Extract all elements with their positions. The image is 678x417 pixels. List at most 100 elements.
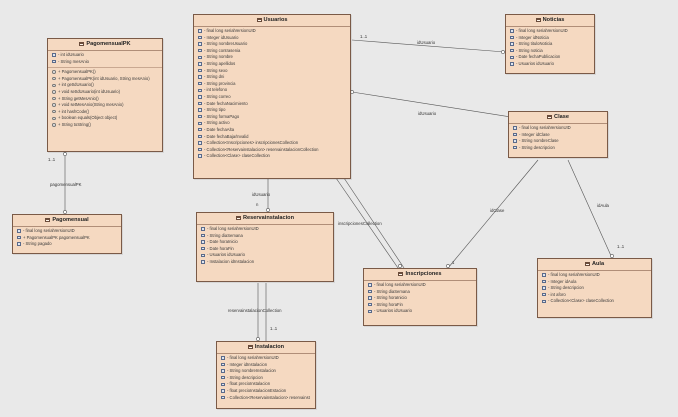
attribute-row[interactable]: - String horaInicio [364,295,476,302]
field-icon [513,132,517,137]
attribute-row[interactable]: - String nombreInstalacion [217,368,315,375]
attribute-row[interactable]: - final long serialVersionUID [364,282,476,289]
attribute-row[interactable]: - int idUsuario [48,52,162,59]
class-reservainstalacion[interactable]: Reservainstalacion- final long serialVer… [196,212,334,282]
attribute-row[interactable]: - String pagado [13,241,121,248]
attribute-text: - Instalacion idInstalacion [207,258,255,264]
attribute-row[interactable]: - final long serialVersionUID [13,228,121,235]
association-lines [64,39,613,341]
attribute-row[interactable]: - String contrasenia [194,48,350,55]
attribute-row[interactable]: - Integer idInstalacion [217,362,315,369]
method-row[interactable]: + PagomensualPK(int idUsuario, String me… [48,76,162,83]
attribute-row[interactable]: - String correo [194,94,350,101]
attribute-row[interactable]: - final long serialVersionUID [509,125,607,132]
method-row[interactable]: + int getIdUsuario() [48,82,162,89]
class-inscripciones[interactable]: Inscripciones- final long serialVersionU… [363,268,477,326]
attribute-row[interactable]: - String dni [194,74,350,81]
attribute-row[interactable]: - String nombre [194,54,350,61]
class-pagomensual[interactable]: Pagomensual- final long serialVersionUID… [12,214,122,254]
method-row[interactable]: + int hashCode() [48,109,162,116]
attribute-text: - String pagado [23,241,52,247]
attribute-row[interactable]: - final long serialVersionUID [194,28,350,35]
field-icon [198,42,202,46]
attribute-row[interactable]: - Integer idNoticia [506,35,594,42]
attribute-row[interactable]: - Usuarios idUsuario [506,61,594,68]
method-icon [52,103,56,107]
class-pagomensualpk[interactable]: PagomensualPK- int idUsuario- String mes… [47,38,163,152]
attribute-row[interactable]: - String formaPago [194,114,350,121]
class-noticias[interactable]: Noticias - final long serialVersionUID - I… [505,14,595,74]
attribute-row[interactable]: - Integer idUsuario [194,35,350,42]
attribute-row[interactable]: - String descripcion [538,285,651,292]
field-icon [368,283,372,287]
attribute-row[interactable]: - final long serialVersionUID [506,28,594,35]
attribute-row[interactable]: - final long serialVersionUID [217,355,315,362]
attribute-row[interactable]: - String activo [194,120,350,127]
attribute-row[interactable]: - String descripcion [217,375,315,382]
attribute-row[interactable]: + PagomensualPK pagomensualPK [13,235,121,242]
attribute-row[interactable]: - String apellidos [194,61,350,68]
attribute-row[interactable]: - Date fechaPublicacion [506,54,594,61]
attribute-row[interactable]: - Collection<Reservainstalacion> reserva… [194,147,350,154]
attribute-row[interactable]: - Date horaFin [197,246,333,253]
attribute-row[interactable]: - String provincia [194,81,350,88]
attribute-row[interactable]: - Date horaInicio [197,239,333,246]
attribute-text: - final long serialVersionUID [204,28,256,33]
attribute-row[interactable]: - String mesAnio [48,59,162,66]
attribute-row[interactable]: - Date fechaNacimiento [194,101,350,108]
field-icon [201,233,205,238]
method-row[interactable]: + void setIdUsuario(int idUsuario) [48,89,162,96]
method-row[interactable]: + String getMesAnio() [48,96,162,103]
attribute-text: - Collection<Reservainstalacion> reserva… [227,394,310,400]
endpoint [446,264,450,268]
attribute-text: - final long serialVersionUID [516,28,568,33]
attribute-row[interactable]: - Integer idClase [509,132,607,139]
class-instalacion[interactable]: Instalacion- final long serialVersionUID… [216,341,316,409]
attribute-row[interactable]: - String descripcion [509,145,607,152]
class-aula[interactable]: Aula- final long serialVersionUID- Integ… [537,258,652,318]
attribute-row[interactable]: - Collection<Clase> claseCollection [194,153,350,160]
attribute-row[interactable]: - Integer idAula [538,279,651,286]
class-usuarios[interactable]: Usuarios- final long serialVersionUID- I… [193,14,351,179]
attribute-row[interactable]: - Usuarios idUsuario [364,308,476,315]
label-idusuario-clase: idUsuario [418,111,437,116]
attribute-row[interactable]: - String sexo [194,68,350,75]
method-text: + int hashCode() [58,108,90,114]
attribute-row[interactable]: - Usuarios idUsuario [197,252,333,259]
attribute-row[interactable]: - String diaSemana [197,233,333,240]
attribute-row[interactable]: - Collection<Inscripciones> inscripcione… [194,140,350,147]
attribute-row[interactable]: - String tipo [194,107,350,114]
attribute-row[interactable]: - int aforo [538,292,651,299]
attribute-text: - Date horaInicio [207,239,238,245]
method-row[interactable]: + void setMesAnio(String mesAnio) [48,102,162,109]
field-icon [198,35,202,40]
attribute-text: - String correo [204,93,231,99]
attribute-row[interactable]: - String diaSemana [364,289,476,296]
attribute-row[interactable]: - Date fechaBaja/Invalid [194,134,350,141]
attributes-section: - final long serialVersionUID- Integer i… [509,124,607,153]
method-row[interactable]: + PagomensualPK() [48,69,162,76]
attribute-row[interactable]: - float precioInstalacionEstacion [217,388,315,395]
method-row[interactable]: + String toString() [48,122,162,129]
attribute-row[interactable]: - Collection<Reservainstalacion> reserva… [217,395,315,402]
attribute-row[interactable]: - final long serialVersionUID [197,226,333,233]
attribute-row[interactable]: - Date fechaAlta [194,127,350,134]
attribute-row[interactable]: - String noticia [506,48,594,55]
field-icon [52,53,56,57]
attribute-row[interactable]: - String nombreUsuario [194,41,350,48]
class-clase[interactable]: Clase- final long serialVersionUID- Inte… [508,111,608,158]
attribute-row[interactable]: - String horaFin [364,302,476,309]
attribute-row[interactable]: - float precioInstalacion [217,381,315,388]
attribute-row[interactable]: - String nombreClase [509,138,607,145]
field-icon [542,273,546,277]
attribute-row[interactable]: - int telefono [194,87,350,94]
attribute-row[interactable]: - Collection<Clase> claseCollection [538,298,651,305]
attribute-row[interactable]: - String tituloNoticia [506,41,594,48]
method-row[interactable]: + boolean equals(Object object) [48,115,162,122]
attribute-row[interactable]: - Instalacion idInstalacion [197,259,333,266]
attribute-text: - String formaPago [204,113,240,119]
label-multiplicity: 1 [452,260,455,265]
attribute-row[interactable]: - final long serialVersionUID [538,272,651,279]
field-icon [201,260,205,264]
class-name: Noticias [542,17,565,23]
